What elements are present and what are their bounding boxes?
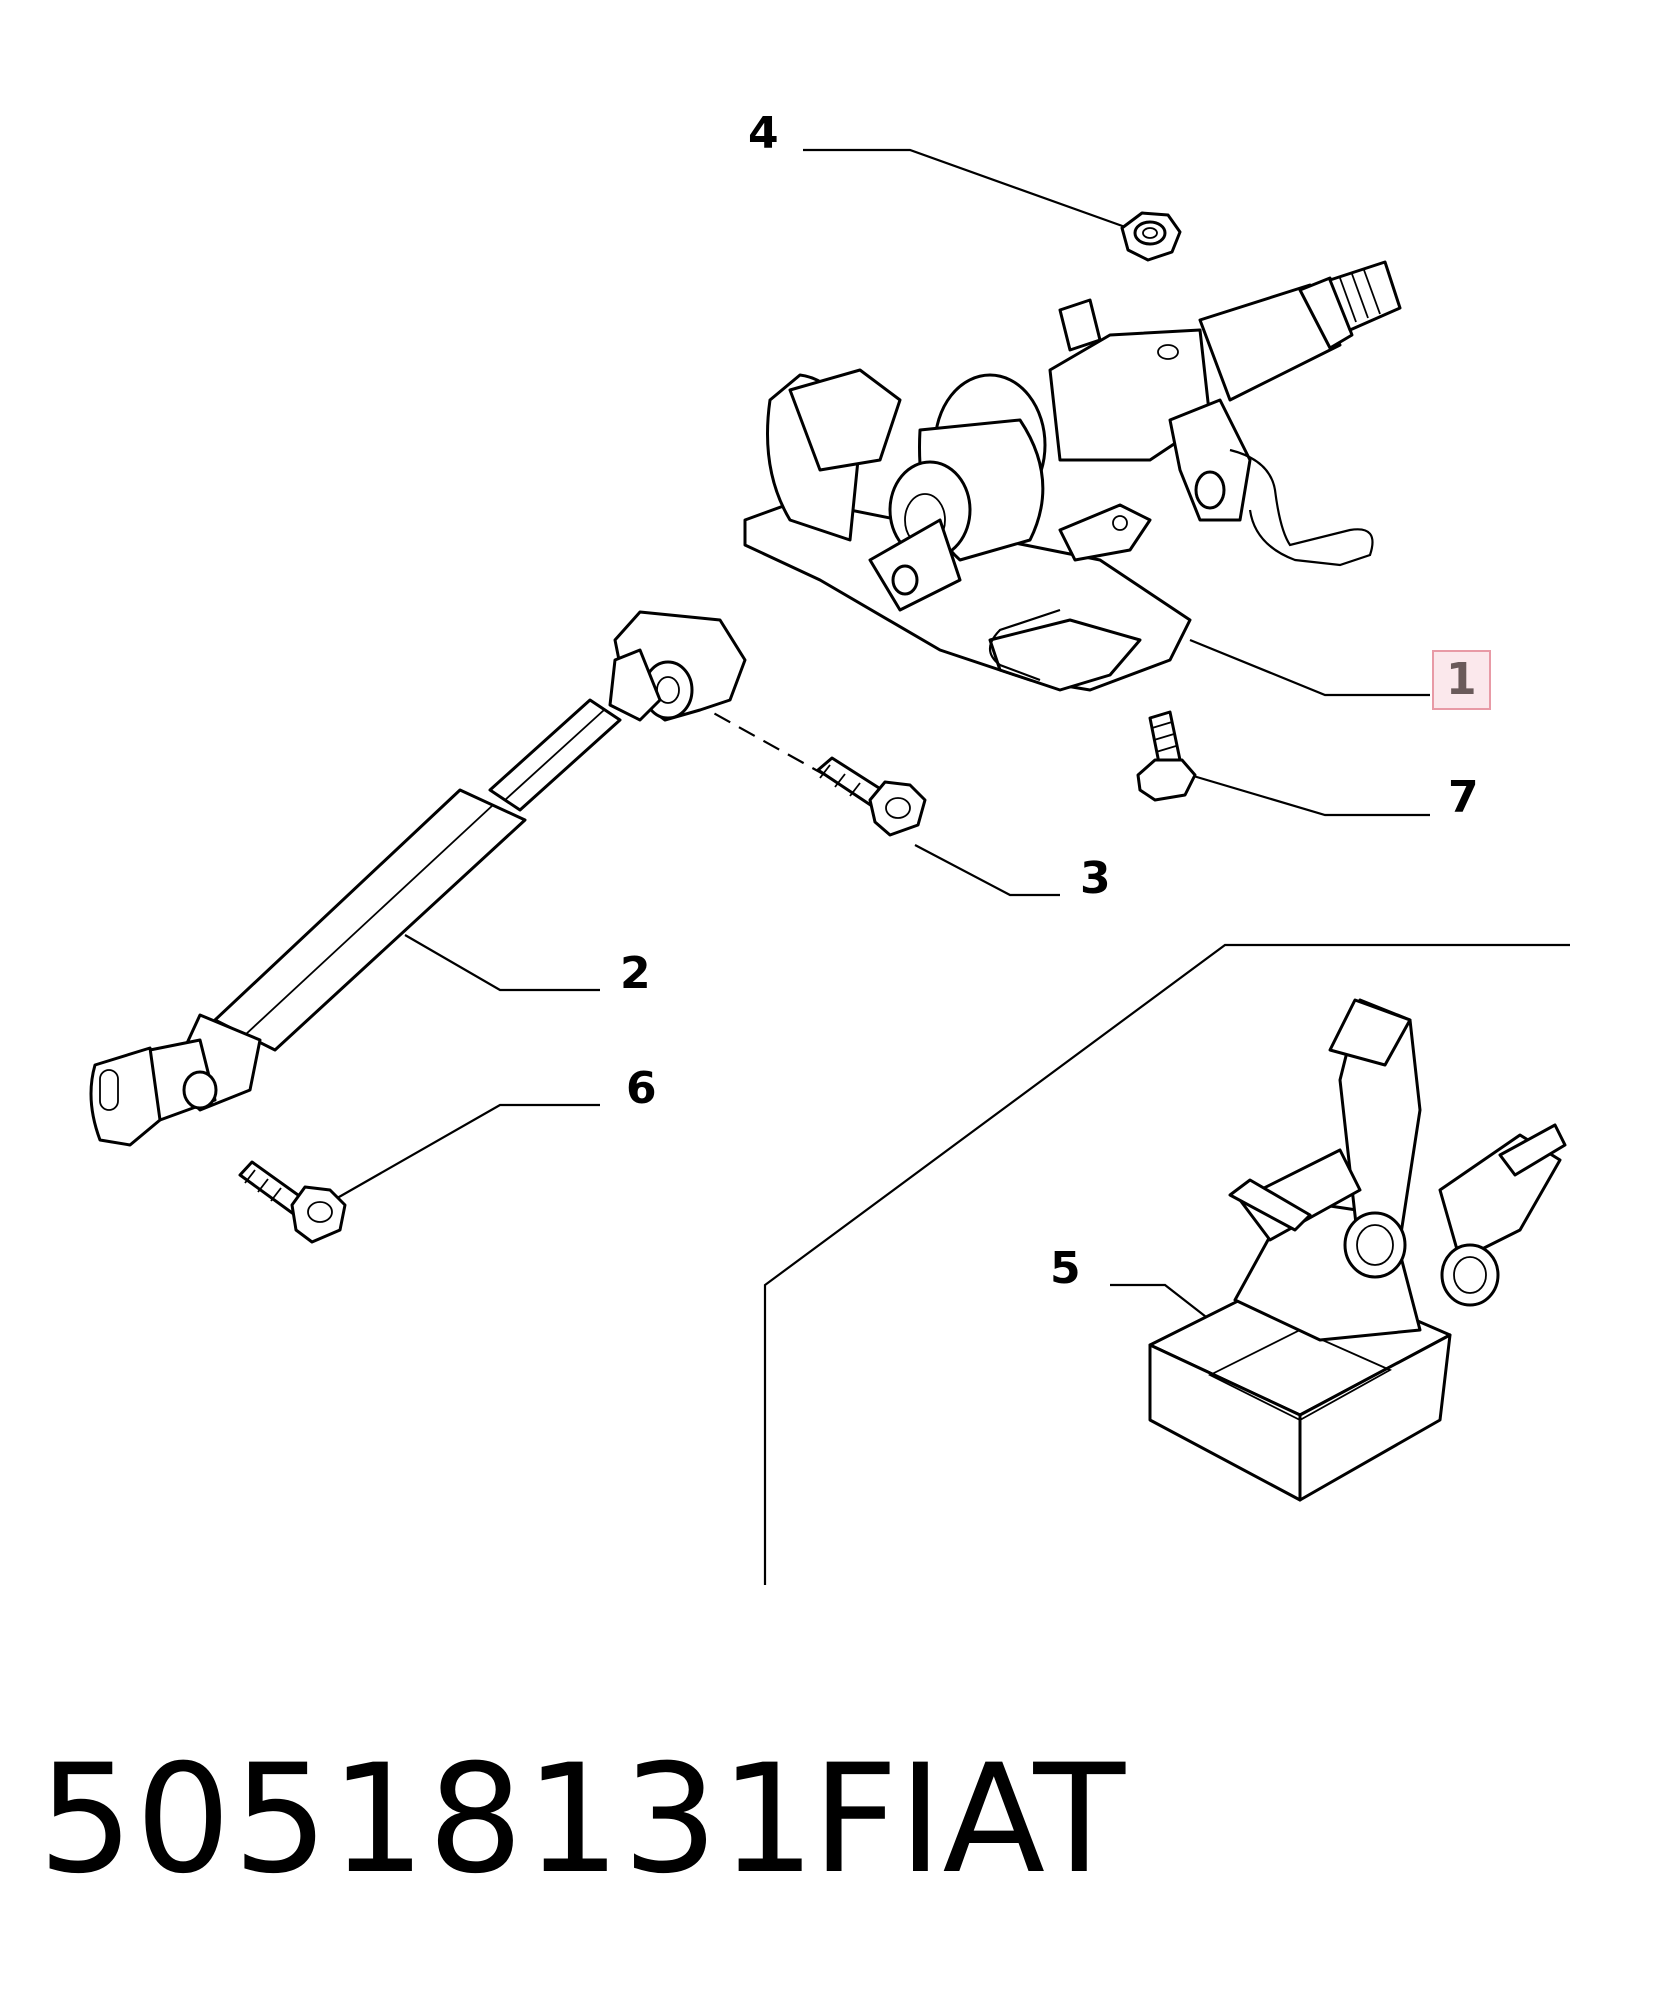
leader-7 [1189, 773, 1430, 817]
callout-6: 6 [626, 1063, 657, 1114]
leader-5 [1110, 1283, 1211, 1321]
callout-4: 4 [748, 108, 779, 159]
part-2-intermediate-shaft [89, 610, 747, 1147]
callout-2: 2 [620, 948, 651, 999]
callout-1-highlighted: 1 [1432, 650, 1491, 710]
part-7-bolt [1136, 710, 1197, 802]
part-1-steering-column [743, 260, 1402, 692]
leader-lines [324, 148, 1430, 1321]
leader-1 [1189, 638, 1430, 697]
leader-3 [914, 844, 1060, 897]
leader-2 [404, 934, 600, 992]
leader-4 [803, 148, 1129, 230]
part-number-label: 50518131 [38, 1733, 818, 1907]
part-4-hex-nut [1120, 211, 1182, 262]
callout-3: 3 [1080, 853, 1111, 904]
axis-dash-line [689, 699, 826, 776]
group-bracket [763, 943, 1570, 1585]
part-5-cover-bracket [1148, 998, 1567, 1502]
callout-5: 5 [1050, 1243, 1081, 1294]
part-6-bolt [238, 1160, 347, 1244]
part-3-bolt [816, 756, 927, 837]
leader-6 [324, 1103, 600, 1206]
callout-7: 7 [1448, 772, 1479, 823]
brand-label: FIAT [812, 1733, 1126, 1907]
